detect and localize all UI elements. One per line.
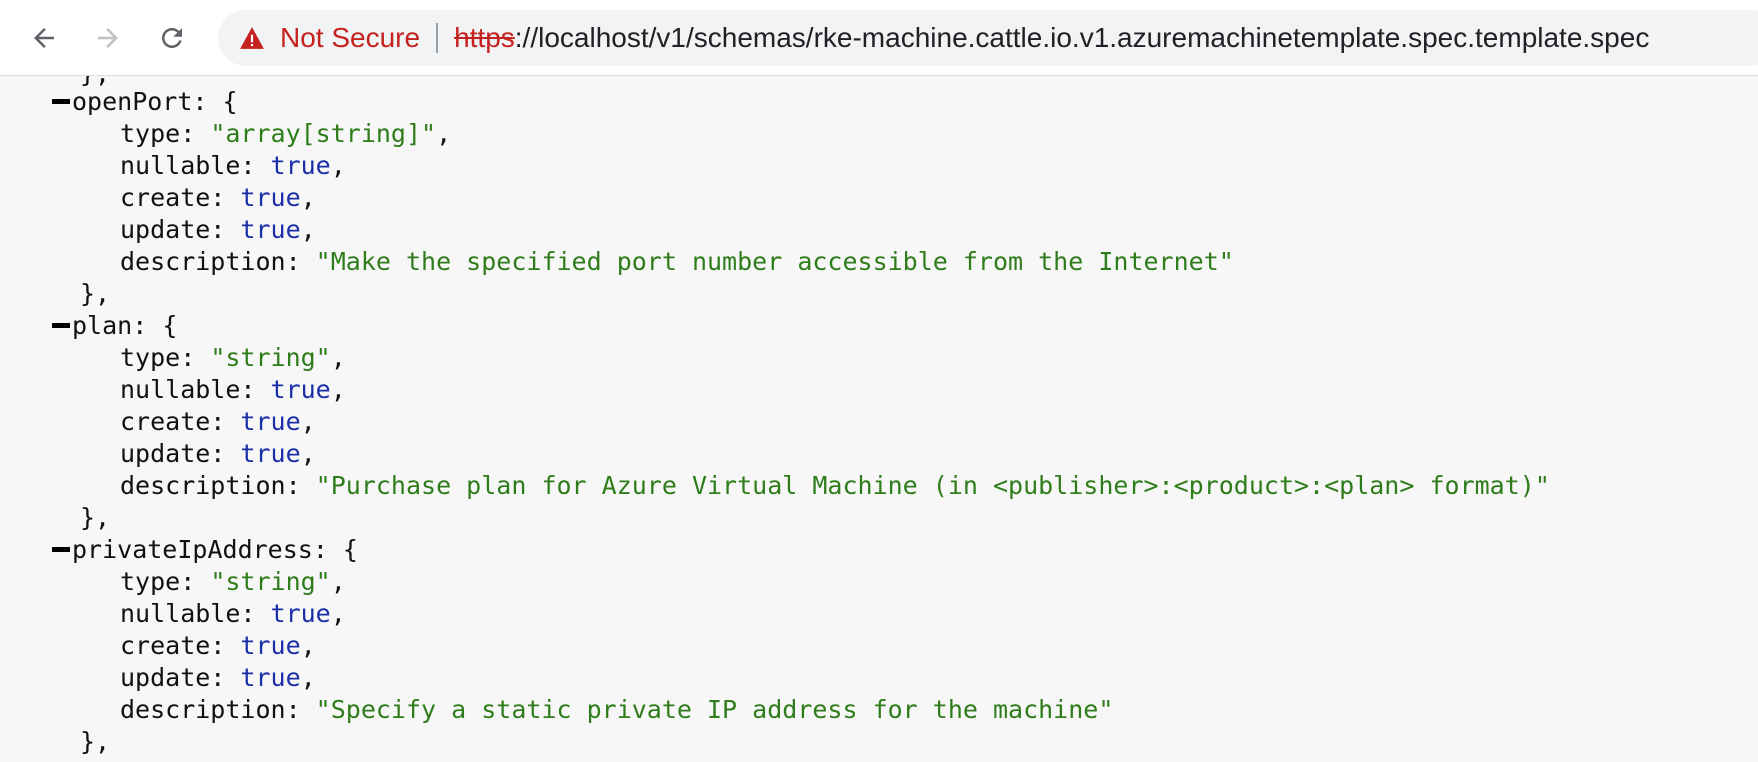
json-prop-update: update: true, [120, 215, 316, 244]
json-string-value: "array[string]" [210, 119, 437, 148]
arrow-back-icon [34, 28, 54, 48]
json-close-brace: }, [80, 503, 111, 532]
back-button[interactable] [22, 16, 66, 60]
json-bool-value: true [270, 375, 331, 404]
json-bool-value: true [240, 407, 301, 436]
warning-triangle-icon[interactable] [238, 24, 266, 52]
url-path: ://localhost/v1/schemas/rke-machine.catt… [514, 22, 1650, 53]
url-scheme: https [454, 22, 515, 53]
json-key: privateIpAddress [72, 535, 313, 564]
json-prop-nullable: nullable: true, [120, 375, 346, 404]
json-viewer: }, openPort: { type: "array[string]", nu… [0, 76, 1758, 762]
json-key: openPort [72, 87, 193, 116]
json-key-line: openPort: { [52, 86, 238, 118]
json-key-line: plan: { [52, 310, 177, 342]
json-prop-update: update: true, [120, 439, 316, 468]
omnibox-divider [436, 23, 439, 53]
reload-icon [162, 28, 182, 48]
json-bool-value: true [240, 439, 301, 468]
json-close-brace: }, [80, 727, 111, 756]
arrow-forward-icon [98, 28, 118, 48]
json-top-fragment: }, [80, 76, 110, 90]
json-bool-value: true [270, 599, 331, 628]
json-key-line: privateIpAddress: { [52, 534, 358, 566]
json-string-value: "Specify a static private IP address for… [315, 695, 1114, 724]
json-brace: : { [192, 87, 238, 116]
collapse-minus-icon[interactable] [52, 546, 70, 552]
json-string-value: "string" [210, 343, 331, 372]
json-prop-type: type: "string", [120, 567, 346, 596]
browser-toolbar: Not Secure https://localhost/v1/schemas/… [0, 0, 1758, 76]
json-bool-value: true [240, 183, 301, 212]
json-prop-create: create: true, [120, 183, 316, 212]
json-bool-value: true [240, 663, 301, 692]
json-bool-value: true [270, 151, 331, 180]
json-prop-description: description: "Specify a static private I… [120, 695, 1114, 724]
json-bool-value: true [240, 215, 301, 244]
forward-button[interactable] [86, 16, 130, 60]
json-prop-update: update: true, [120, 663, 316, 692]
json-string-value: "string" [210, 567, 331, 596]
json-prop-nullable: nullable: true, [120, 151, 346, 180]
collapse-minus-icon[interactable] [52, 322, 70, 328]
security-status-label[interactable]: Not Secure [280, 22, 421, 53]
json-brace: : { [312, 535, 358, 564]
json-string-value: "Make the specified port number accessib… [315, 247, 1234, 276]
collapse-minus-icon[interactable] [52, 98, 70, 104]
url-text[interactable]: https://localhost/v1/schemas/rke-machine… [454, 22, 1649, 54]
json-string-value: "Purchase plan for Azure Virtual Machine… [315, 471, 1550, 500]
address-bar[interactable]: Not Secure https://localhost/v1/schemas/… [218, 10, 1758, 66]
json-close-brace: }, [80, 279, 111, 308]
json-brace: : { [132, 311, 178, 340]
json-prop-create: create: true, [120, 407, 316, 436]
json-prop-create: create: true, [120, 631, 316, 660]
json-key: plan [72, 311, 133, 340]
json-prop-description: description: "Make the specified port nu… [120, 247, 1234, 276]
json-prop-nullable: nullable: true, [120, 599, 346, 628]
reload-button[interactable] [150, 16, 194, 60]
json-bool-value: true [240, 631, 301, 660]
json-prop-description: description: "Purchase plan for Azure Vi… [120, 471, 1550, 500]
json-prop-type: type: "string", [120, 343, 346, 372]
json-prop-type: type: "array[string]", [120, 119, 452, 148]
